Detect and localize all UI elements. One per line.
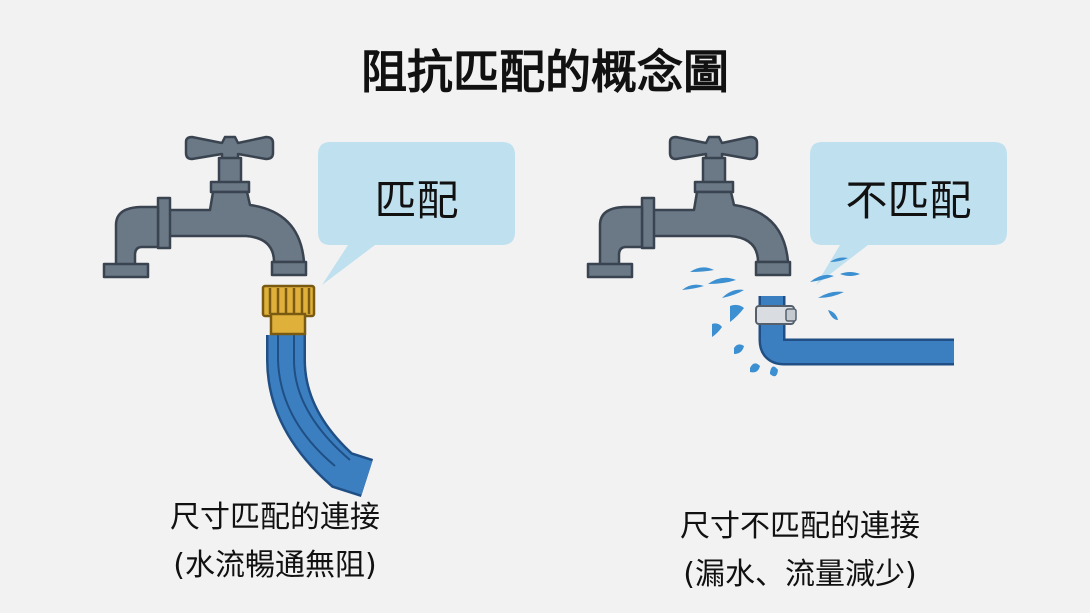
- speech-bubble-right: [810, 142, 1007, 285]
- hose-icon: [755, 296, 954, 366]
- bubble-label-match: 匹配: [374, 176, 459, 225]
- bubble-label-mismatch: 不匹配: [845, 176, 972, 225]
- caption-left-line2: (水流暢通無阻): [173, 548, 377, 583]
- caption-right: 尺寸不匹配的連接 (漏水、流量減少): [610, 503, 990, 599]
- speech-bubble-left: [318, 142, 515, 285]
- water-drop-icon: [682, 257, 860, 377]
- hose-connector: [261, 284, 316, 336]
- caption-left-line1: 尺寸匹配的連接: [170, 500, 380, 535]
- caption-right-line2: (漏水、流量減少): [683, 557, 917, 592]
- hose-icon: [266, 335, 374, 498]
- page-title: 阻抗匹配的概念圖: [361, 45, 729, 99]
- faucet-icon: [586, 135, 792, 279]
- faucet-icon: [102, 135, 308, 279]
- caption-left: 尺寸匹配的連接 (水流暢通無阻): [105, 494, 445, 590]
- caption-right-line1: 尺寸不匹配的連接: [680, 509, 920, 544]
